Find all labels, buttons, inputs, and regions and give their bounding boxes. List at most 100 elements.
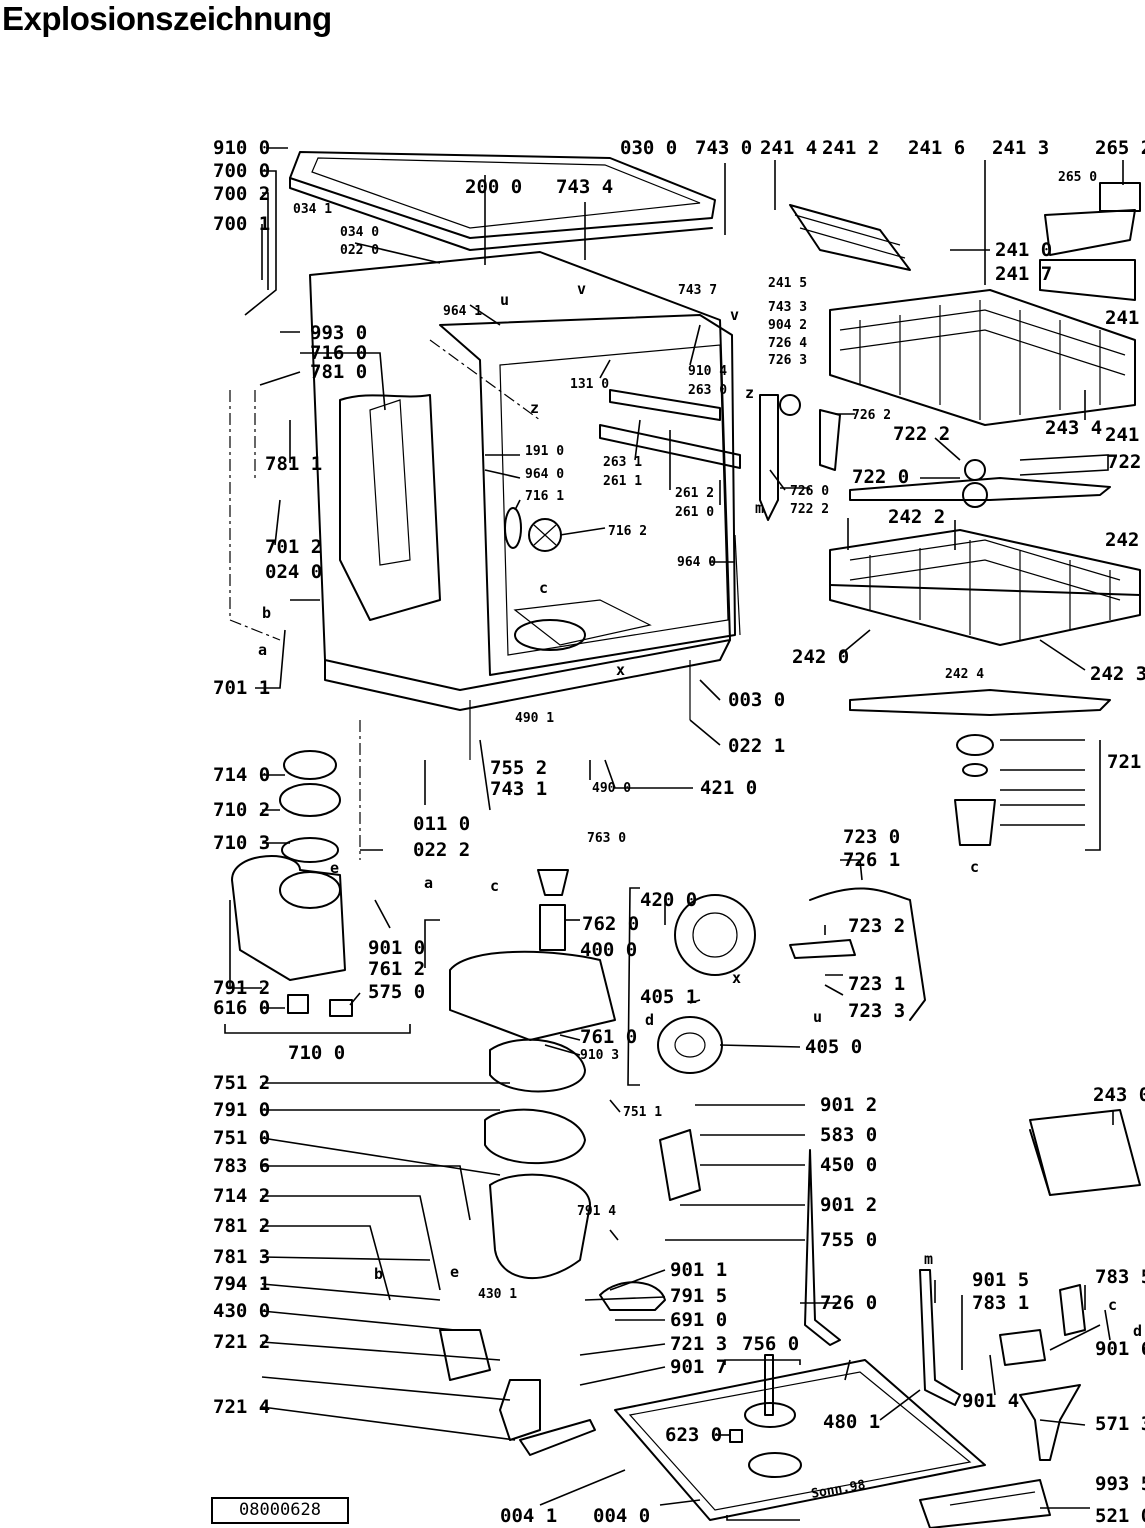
part-label: 723 2 xyxy=(848,915,905,937)
reference-letter: b xyxy=(374,1265,383,1283)
part-label: 751 0 xyxy=(213,1127,270,1149)
reference-letter: m xyxy=(924,1250,933,1268)
sump-and-filter xyxy=(449,869,616,1280)
part-label: 910 0 xyxy=(213,137,270,159)
part-label: 241 5 xyxy=(768,276,807,291)
reference-letter: x xyxy=(616,661,625,679)
part-label: 716 2 xyxy=(608,524,647,539)
reference-letter: e xyxy=(330,859,339,877)
part-label: 700 2 xyxy=(213,183,270,205)
part-label: 241 2 xyxy=(822,137,879,159)
part-label: 263 0 xyxy=(688,383,727,398)
part-label: 781 2 xyxy=(213,1215,270,1237)
part-label: 964 1 xyxy=(443,304,482,319)
part-label: 701 1 xyxy=(213,677,270,699)
circulation-pump xyxy=(599,894,756,1311)
upper-basket xyxy=(789,182,1141,426)
drain-pump-and-hoses xyxy=(439,1149,1086,1461)
part-label: 241 1 xyxy=(1105,307,1145,329)
part-label: 781 3 xyxy=(213,1246,270,1268)
part-label: 751 2 xyxy=(213,1072,270,1094)
part-label: 450 0 xyxy=(820,1154,877,1176)
part-label: 521 0 xyxy=(1095,1505,1145,1527)
part-label: 722 0 xyxy=(1107,451,1145,473)
reference-letter: u xyxy=(813,1008,822,1026)
part-label: 743 0 xyxy=(695,137,752,159)
part-label: 721 1 xyxy=(1107,751,1145,773)
part-label: 723 1 xyxy=(848,973,905,995)
part-label: 904 2 xyxy=(768,318,807,333)
part-label: 794 1 xyxy=(213,1273,270,1295)
part-label: 421 0 xyxy=(700,777,757,799)
part-label: 716 0 xyxy=(310,342,367,364)
reference-letter: c xyxy=(970,858,979,876)
part-label: 743 4 xyxy=(556,176,613,198)
part-label: 901 4 xyxy=(962,1390,1019,1412)
part-label: 726 0 xyxy=(790,484,829,499)
drawing-note: Sonn.98 xyxy=(810,1478,867,1502)
part-label: 241 3 xyxy=(992,137,1049,159)
part-label: 783 5 xyxy=(1095,1266,1145,1288)
part-label: 700 0 xyxy=(213,160,270,182)
part-label: 722 2 xyxy=(790,502,829,517)
part-label: 721 4 xyxy=(213,1396,270,1418)
base-plate xyxy=(614,1354,986,1521)
part-label: 623 0 xyxy=(665,1424,722,1446)
part-label: 710 2 xyxy=(213,799,270,821)
part-label: 004 0 xyxy=(593,1505,650,1527)
part-label: 405 1 xyxy=(640,986,697,1008)
part-label: 791 4 xyxy=(577,1204,616,1219)
part-label: 011 0 xyxy=(413,813,470,835)
document-number: 08000628 xyxy=(211,1497,349,1524)
part-label: 022 0 xyxy=(340,243,379,258)
part-label: 243 0 xyxy=(1093,1084,1145,1106)
part-label: 490 0 xyxy=(592,781,631,796)
part-label: 263 1 xyxy=(603,455,642,470)
spray-arms xyxy=(849,459,1111,846)
part-label: 761 2 xyxy=(368,958,425,980)
part-label: 964 0 xyxy=(525,467,564,482)
part-label: 241 8 xyxy=(1105,424,1145,446)
part-label: 726 4 xyxy=(768,336,807,351)
part-label: 241 7 xyxy=(995,263,1052,285)
part-label: 200 0 xyxy=(465,176,522,198)
part-label: 691 0 xyxy=(670,1309,727,1331)
part-label: 710 0 xyxy=(288,1042,345,1064)
part-label: 723 0 xyxy=(843,826,900,848)
part-label: 743 3 xyxy=(768,300,807,315)
part-label: 004 1 xyxy=(500,1505,557,1527)
part-label: 783 1 xyxy=(972,1292,1029,1314)
part-label: 700 1 xyxy=(213,213,270,235)
part-label: 265 2 xyxy=(1095,137,1145,159)
reference-letter: d xyxy=(645,1011,654,1029)
part-label: 783 6 xyxy=(213,1155,270,1177)
part-label: 430 0 xyxy=(213,1300,270,1322)
water-softener xyxy=(231,750,353,1017)
part-label: 910 3 xyxy=(580,1048,619,1063)
part-label: 726 1 xyxy=(843,849,900,871)
part-label: 261 1 xyxy=(603,474,642,489)
spray-arm-feed-tube xyxy=(789,887,926,1021)
part-label: 710 3 xyxy=(213,832,270,854)
part-label: 583 0 xyxy=(820,1124,877,1146)
part-label: 755 2 xyxy=(490,757,547,779)
part-label: 726 3 xyxy=(768,353,807,368)
part-label: 901 2 xyxy=(820,1194,877,1216)
part-label: 242 0 xyxy=(792,646,849,668)
part-label: 762 0 xyxy=(582,913,639,935)
page-title: Explosionszeichnung xyxy=(2,0,332,37)
part-label: 242 3 xyxy=(1090,663,1145,685)
part-label: 420 0 xyxy=(640,889,697,911)
part-label: 964 0 xyxy=(677,555,716,570)
door-hinge xyxy=(734,394,841,636)
part-label: 243 4 xyxy=(1045,417,1102,439)
part-label: 755 0 xyxy=(820,1229,877,1251)
part-label: 721 2 xyxy=(213,1331,270,1353)
cabinet-tub xyxy=(309,251,741,760)
reference-letter: c xyxy=(490,877,499,895)
reference-letter: v xyxy=(577,280,586,298)
part-label: 781 0 xyxy=(310,361,367,383)
part-label: 575 0 xyxy=(368,981,425,1003)
part-label: 993 0 xyxy=(310,322,367,344)
part-label: 743 1 xyxy=(490,778,547,800)
